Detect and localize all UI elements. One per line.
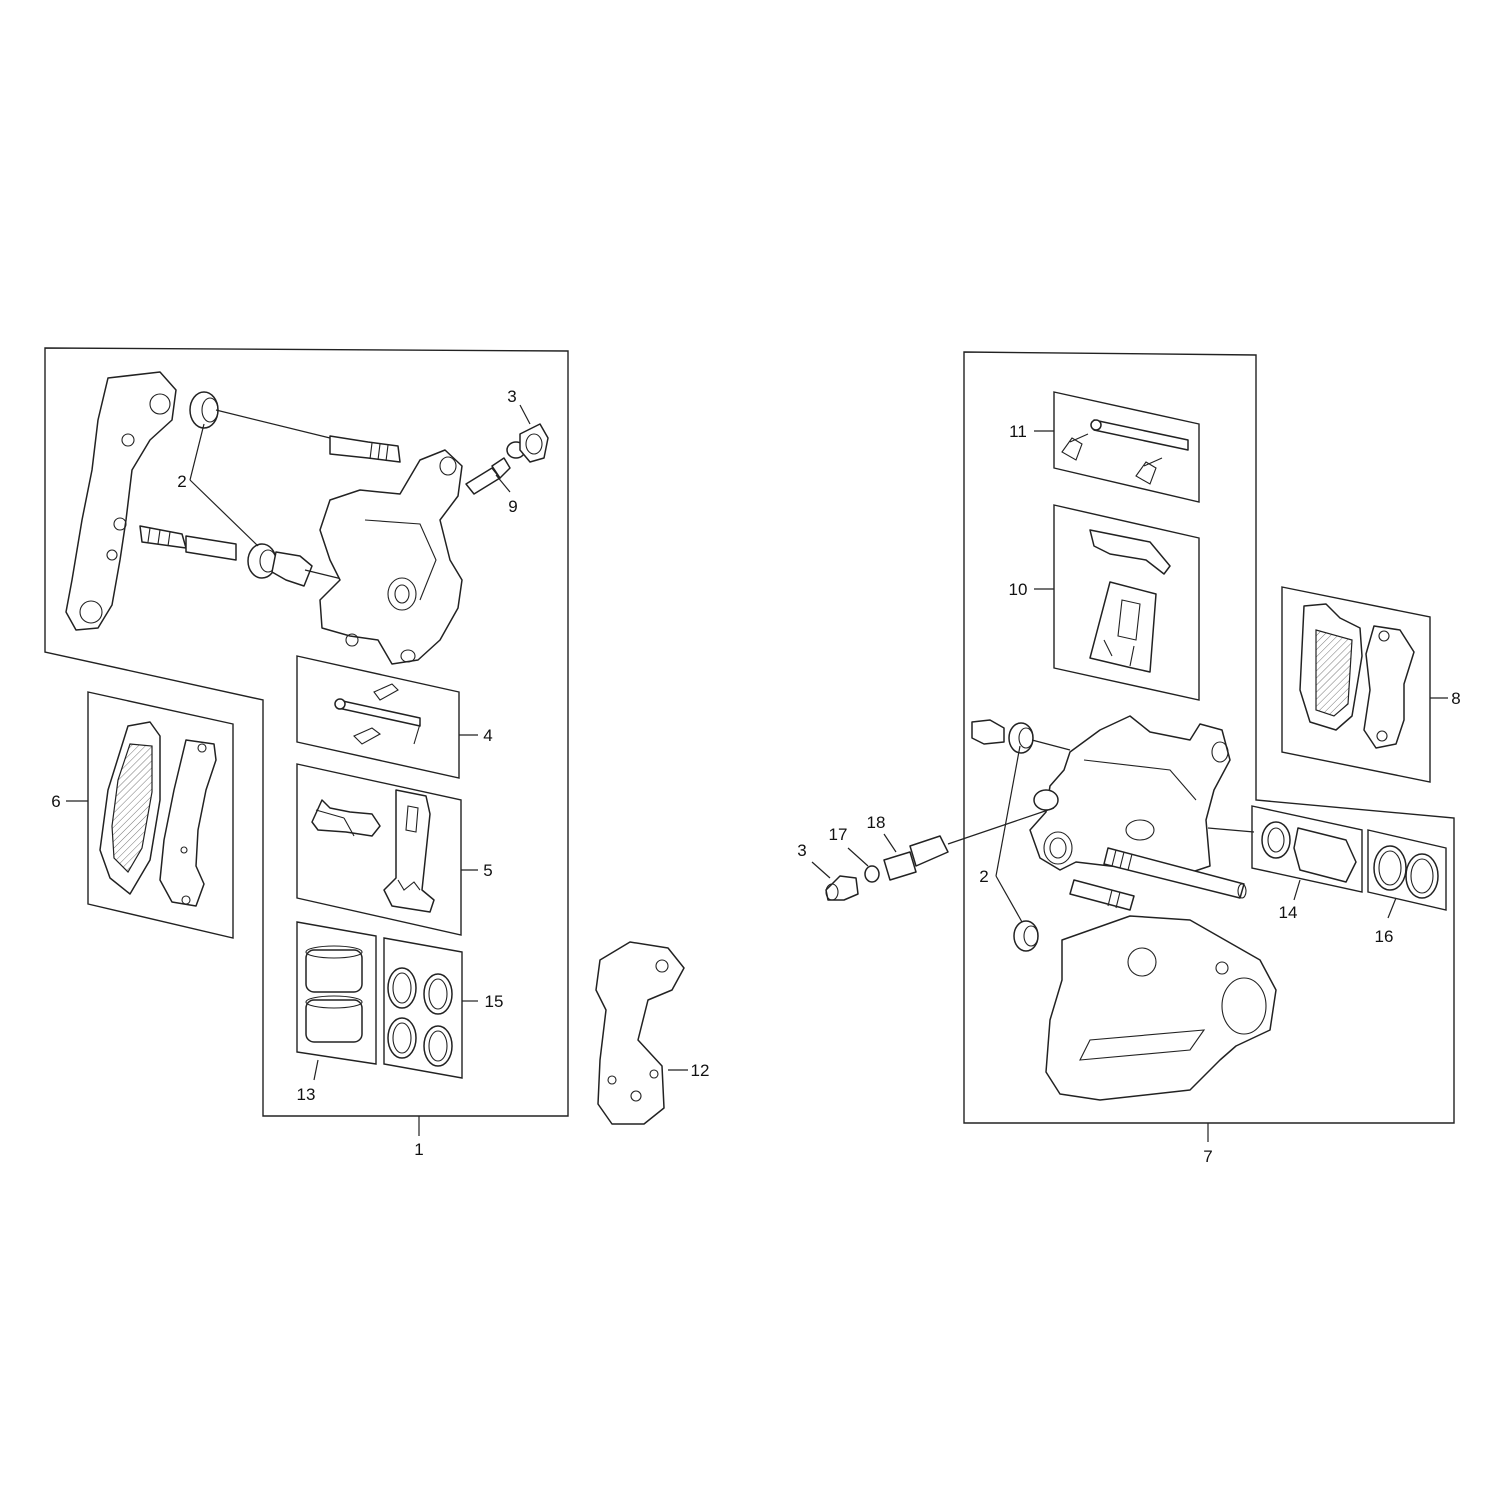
rear-boot-lower <box>1013 920 1039 952</box>
slide-pin-with-bush <box>271 551 313 587</box>
label-9: 9 <box>508 497 517 516</box>
label-13: 13 <box>297 1085 316 1104</box>
pad-pin-kit-box <box>296 655 460 779</box>
slide-pin-lower <box>139 525 237 561</box>
label-8: 8 <box>1451 689 1460 708</box>
label-17: 17 <box>829 825 848 844</box>
rear-boot-upper <box>1008 722 1034 754</box>
rear-slide-pin-short <box>1069 879 1135 911</box>
rear-pad-spring-box <box>1053 504 1200 701</box>
front-caliper-frame <box>44 347 569 1117</box>
label-2-rear: 2 <box>979 867 988 886</box>
rear-piston-box <box>1251 805 1363 893</box>
caliper-support-bracket <box>595 941 685 1125</box>
label-6: 6 <box>51 792 60 811</box>
label-4: 4 <box>483 726 492 745</box>
bleeder-screw <box>465 457 511 495</box>
pad-spring-kit-box <box>296 763 462 936</box>
label-7: 7 <box>1203 1147 1212 1166</box>
rear-pad-pin-box <box>1053 391 1200 503</box>
rear-piston-seal-box <box>1367 829 1447 911</box>
piston-set-box <box>296 921 377 1065</box>
label-11: 11 <box>1009 422 1027 441</box>
rear-slide-pin-bolt <box>971 719 1005 745</box>
label-1: 1 <box>414 1140 423 1159</box>
front-caliper-assembly: 2 3 9 4 5 <box>44 347 710 1159</box>
rear-caliper-assembly: 11 10 8 <box>797 351 1461 1166</box>
rear-bleeder-screw <box>883 835 949 881</box>
slide-pin-upper <box>329 435 401 463</box>
rear-caliper-frame <box>963 351 1455 1124</box>
rear-bleeder-washer <box>864 865 880 883</box>
rear-brake-pad-set-box <box>1281 586 1431 783</box>
label-12: 12 <box>691 1061 710 1080</box>
label-16: 16 <box>1375 927 1394 946</box>
label-10: 10 <box>1009 580 1028 599</box>
piston-seal-set-box <box>383 937 463 1079</box>
boot-upper <box>189 391 219 429</box>
label-5: 5 <box>483 861 492 880</box>
front-caliper-body <box>319 449 463 665</box>
label-3-front: 3 <box>507 387 516 406</box>
label-3-rear: 3 <box>797 841 806 860</box>
label-15: 15 <box>485 992 504 1011</box>
rear-caliper-body <box>1029 715 1231 875</box>
bleeder-cap <box>506 423 549 463</box>
label-14: 14 <box>1279 903 1298 922</box>
rear-bleeder-cap <box>825 875 859 901</box>
label-18: 18 <box>867 813 886 832</box>
front-caliper-bracket <box>65 371 177 631</box>
front-brake-pad-set-box <box>87 691 234 939</box>
boot-lower <box>247 543 277 579</box>
label-2-front: 2 <box>177 472 186 491</box>
rear-caliper-support-bracket <box>1045 915 1277 1101</box>
rear-slide-pin-long <box>1103 847 1247 899</box>
